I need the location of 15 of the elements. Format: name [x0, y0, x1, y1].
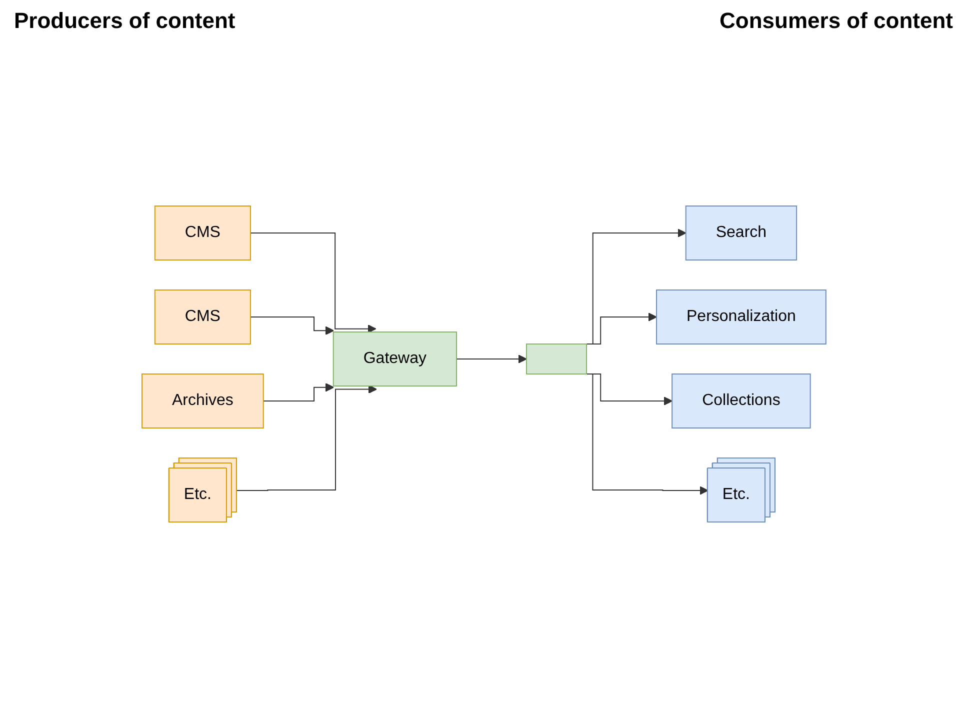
column-heading: Consumers of content: [720, 8, 953, 34]
node-box: Archives: [141, 374, 264, 428]
column-heading: Producers of content: [14, 8, 236, 34]
node-box: CMS: [154, 206, 250, 260]
node-box: Collections: [671, 374, 810, 428]
arrow: [262, 382, 334, 402]
node-box: Personalization: [656, 290, 826, 344]
arrow: [456, 354, 526, 364]
node-box: Gateway: [332, 332, 457, 386]
arrow: [236, 384, 377, 491]
node-box: CMS: [154, 290, 250, 344]
arrow: [250, 232, 376, 334]
node-box: Search: [684, 206, 797, 260]
node-box: [526, 344, 587, 374]
arrow: [250, 316, 334, 336]
